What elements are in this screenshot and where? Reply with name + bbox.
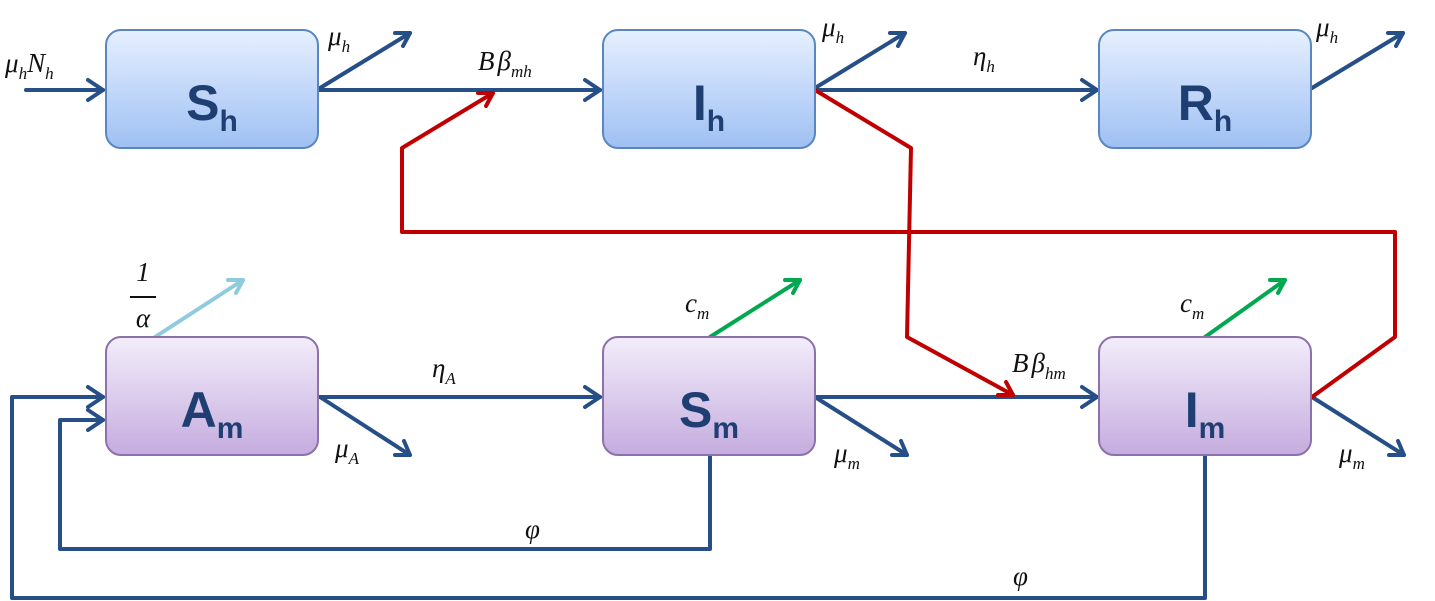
sh-label: Sh bbox=[186, 75, 238, 138]
sh-death-rate-label: μh bbox=[327, 21, 350, 56]
im-to-human-infection-arrow bbox=[400, 91, 1397, 399]
compartment-ih: Ih bbox=[602, 29, 816, 149]
am-aquatic-death-arrow bbox=[153, 278, 245, 339]
sm-death-arrowhead bbox=[890, 439, 909, 457]
aquatic-death-rate-label: μA bbox=[334, 433, 360, 468]
flow-arrows bbox=[10, 31, 1406, 600]
sm-to-im-arrowhead bbox=[1080, 385, 1099, 409]
infection-arrows bbox=[400, 88, 1397, 399]
compartment-rh: Rh bbox=[1098, 29, 1312, 149]
sh-box bbox=[105, 29, 319, 149]
am-box bbox=[105, 336, 319, 456]
sm-feedback-arrowhead bbox=[86, 408, 105, 432]
sm-death-rate-label: μm bbox=[833, 438, 860, 473]
sm-control-arrowhead bbox=[783, 278, 802, 295]
rh-death-arrowhead bbox=[1386, 31, 1405, 48]
im-death-rate-label: μm bbox=[1338, 438, 1365, 473]
aquatic-mortality-label: 1 α bbox=[130, 257, 156, 333]
recruitment-arrowhead bbox=[86, 78, 105, 102]
compartment-am: Am bbox=[105, 336, 319, 456]
sh-death-arrowhead bbox=[393, 31, 412, 48]
am-death-arrow bbox=[318, 395, 412, 457]
am-to-sm-arrowhead bbox=[583, 385, 602, 409]
control-arrows bbox=[708, 278, 1287, 339]
recruitment-rate-label: μhNh bbox=[4, 48, 54, 83]
aquatic-mortality-numerator: 1 bbox=[136, 257, 150, 287]
im-death-arrowhead bbox=[1387, 439, 1406, 457]
sm-box bbox=[602, 336, 816, 456]
im-control-arrowhead bbox=[1268, 278, 1287, 295]
recovery-rate-label: ηh bbox=[973, 41, 995, 76]
im-to-human-infection-arrowhead bbox=[476, 91, 495, 108]
ih-to-rh-arrowhead bbox=[1080, 78, 1099, 102]
ih-death-arrow bbox=[813, 31, 907, 90]
aquatic-mortality-denominator: α bbox=[136, 303, 151, 333]
sm-feedback-arrow bbox=[58, 418, 712, 551]
im-label: Im bbox=[1185, 382, 1226, 445]
sh-death-arrow bbox=[318, 31, 412, 90]
ih-box bbox=[602, 29, 816, 149]
compartment-sh: Sh bbox=[105, 29, 319, 149]
im-death-arrow bbox=[1310, 395, 1406, 457]
ih-label: Ih bbox=[693, 75, 725, 138]
aquatic-death-arrow-group bbox=[153, 278, 245, 339]
compartment-im: Im bbox=[1098, 336, 1312, 456]
ih-to-mosquito-infection-arrowhead bbox=[996, 380, 1015, 397]
im-feedback-arrowhead bbox=[86, 385, 105, 409]
im-control-rate-label: cm bbox=[1180, 288, 1204, 323]
rh-label: Rh bbox=[1178, 75, 1232, 138]
ih-death-rate-label: μh bbox=[821, 12, 844, 47]
im-control-arrow bbox=[1203, 278, 1287, 339]
ih-to-mosquito-infection-arrow bbox=[813, 88, 1015, 397]
im-feedback-arrow bbox=[10, 395, 1207, 600]
maturation-rate-label: ηA bbox=[432, 353, 456, 388]
im-oviposition-rate-label: φ bbox=[1013, 561, 1028, 591]
sm-oviposition-rate-label: φ bbox=[525, 514, 540, 544]
sm-death-arrow bbox=[813, 395, 909, 457]
sh-to-ih-arrowhead bbox=[583, 78, 602, 102]
sm-control-rate-label: cm bbox=[685, 288, 709, 323]
am-aquatic-death-arrowhead bbox=[226, 278, 245, 295]
rh-death-arrow bbox=[1310, 31, 1405, 90]
sm-label: Sm bbox=[679, 382, 739, 445]
am-death-arrowhead bbox=[393, 439, 412, 457]
im-box bbox=[1098, 336, 1312, 456]
rh-death-rate-label: μh bbox=[1315, 12, 1338, 47]
am-label: Am bbox=[181, 382, 244, 445]
compartment-sm: Sm bbox=[602, 336, 816, 456]
sm-control-arrow bbox=[708, 278, 802, 339]
rh-box bbox=[1098, 29, 1312, 149]
ih-death-arrowhead bbox=[888, 31, 907, 48]
